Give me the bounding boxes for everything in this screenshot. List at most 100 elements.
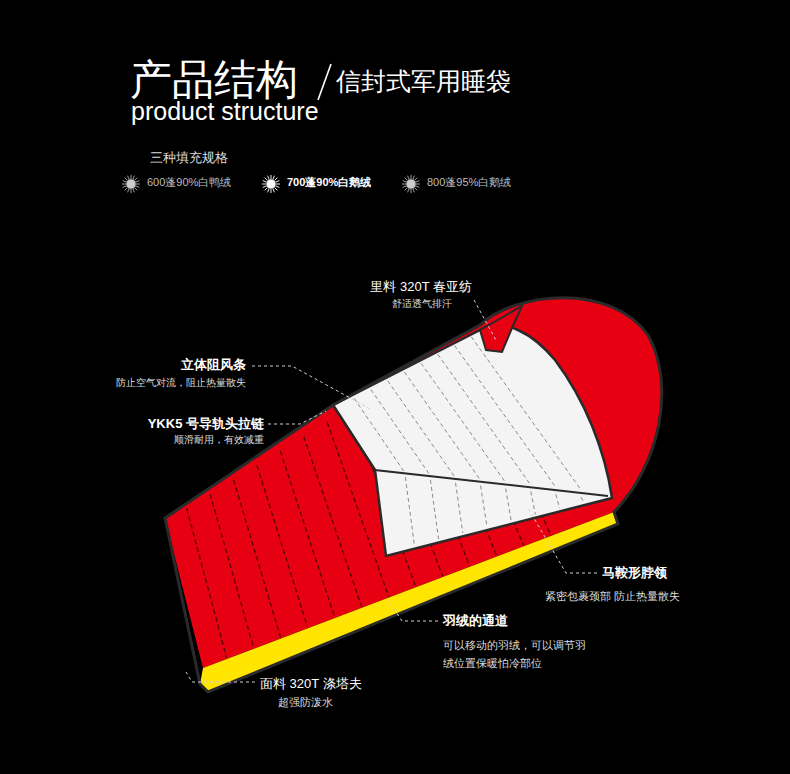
callout-title: 里料 320T 春亚纺 — [370, 279, 472, 295]
down-ray — [262, 184, 266, 185]
down-ray — [276, 181, 280, 183]
quilt-line — [257, 465, 308, 627]
down-ray — [125, 178, 128, 181]
down-icon — [262, 175, 280, 193]
down-ray — [265, 188, 268, 191]
down-ray — [128, 176, 130, 180]
quilt-line — [234, 480, 281, 638]
down-ray — [276, 184, 280, 185]
leader-line — [528, 508, 597, 573]
stitch-line — [581, 497, 584, 502]
bag-shell — [165, 298, 662, 668]
stitch-line — [506, 489, 512, 521]
down-ray — [411, 189, 412, 193]
lining-flap — [333, 325, 612, 556]
down-ray — [136, 184, 140, 185]
stitch-line — [371, 390, 429, 474]
down-ray — [135, 178, 138, 181]
stitch-line — [430, 480, 438, 539]
down-ray — [125, 188, 128, 191]
title-slash — [318, 64, 331, 100]
quilt-line — [187, 508, 227, 657]
stitch-line — [471, 337, 580, 490]
down-icon — [122, 175, 140, 193]
stitch-line — [404, 372, 479, 479]
callout-note: 可以移动的羽绒，可以调节羽绒位置保暖怕冷部位 — [443, 636, 589, 672]
quilt-line — [304, 436, 362, 606]
down-ray — [131, 175, 132, 179]
down-ray — [122, 184, 126, 185]
down-ray — [263, 181, 267, 183]
down-ray — [405, 178, 408, 181]
subtitle-en: product structure — [131, 96, 319, 127]
stitch-line — [354, 398, 403, 470]
legend-heading: 三种填充规格 — [150, 150, 228, 166]
down-ray — [416, 181, 420, 183]
subtitle: 信封式军用睡袋 — [336, 66, 511, 97]
callout-note: 紧密包裹颈部 防止热量散失 — [545, 590, 680, 604]
legend-text: 800蓬95%白鹅绒 — [427, 176, 511, 190]
leader-lines — [186, 300, 597, 682]
leader-line — [252, 366, 372, 410]
down-core — [406, 179, 416, 189]
down-ray — [133, 189, 135, 193]
stitch-line — [455, 346, 556, 487]
leader-line — [268, 411, 326, 424]
down-ray — [123, 181, 127, 183]
down-ray — [415, 188, 418, 191]
callout-title: 立体阻风条 — [181, 357, 246, 373]
leader-line — [388, 600, 438, 621]
down-ray — [273, 176, 275, 180]
down-icon — [402, 175, 420, 193]
callout-note: 顺滑耐用，有效减重 — [174, 434, 264, 447]
down-ray — [263, 186, 267, 188]
down-ray — [273, 189, 275, 193]
callout-title: 羽绒的通道 — [443, 613, 508, 629]
quilt-line — [280, 451, 334, 617]
down-ray — [408, 176, 410, 180]
down-ray — [403, 181, 407, 183]
quilt-line — [210, 494, 253, 648]
stitch-line — [556, 494, 560, 508]
bag-foot-edge — [165, 518, 200, 684]
callout-note: 超强防泼水 — [278, 696, 333, 710]
down-ray — [268, 189, 270, 193]
lining-stitches — [354, 337, 584, 545]
callout-title: YKK5 号导轨头拉链 — [148, 416, 264, 432]
bag-outline — [165, 298, 662, 692]
hood-flap — [480, 306, 522, 352]
down-ray — [123, 186, 127, 188]
down-ray — [133, 176, 135, 180]
leader-line — [186, 672, 255, 682]
down-ray — [135, 188, 138, 191]
down-ray — [275, 188, 278, 191]
callout-title: 马鞍形脖领 — [602, 565, 667, 581]
down-ray — [411, 175, 412, 179]
callout-title: 面料 320T 涤塔夫 — [260, 676, 362, 692]
down-ray — [265, 178, 268, 181]
stitch-line — [421, 363, 505, 481]
down-ray — [413, 176, 415, 180]
down-ray — [128, 189, 130, 193]
legend-text: 700蓬90%白鹅绒 — [287, 176, 371, 190]
legend-icons — [122, 175, 420, 193]
down-ray — [405, 188, 408, 191]
stitch-line — [531, 491, 536, 514]
down-ray — [416, 184, 420, 185]
callout-note: 防止空气对流，阻止热量散失 — [116, 377, 246, 390]
stitch-line — [438, 354, 530, 484]
callout-note: 舒适透气排汗 — [392, 298, 452, 311]
down-core — [266, 179, 276, 189]
down-ray — [136, 186, 140, 188]
down-ray — [408, 189, 410, 193]
down-ray — [416, 186, 420, 188]
stitch-line — [481, 486, 487, 527]
down-core — [126, 179, 136, 189]
down-ray — [275, 178, 278, 181]
down-ray — [403, 186, 407, 188]
down-ray — [271, 189, 272, 193]
down-ray — [131, 189, 132, 193]
down-ray — [136, 181, 140, 183]
down-ray — [271, 175, 272, 179]
